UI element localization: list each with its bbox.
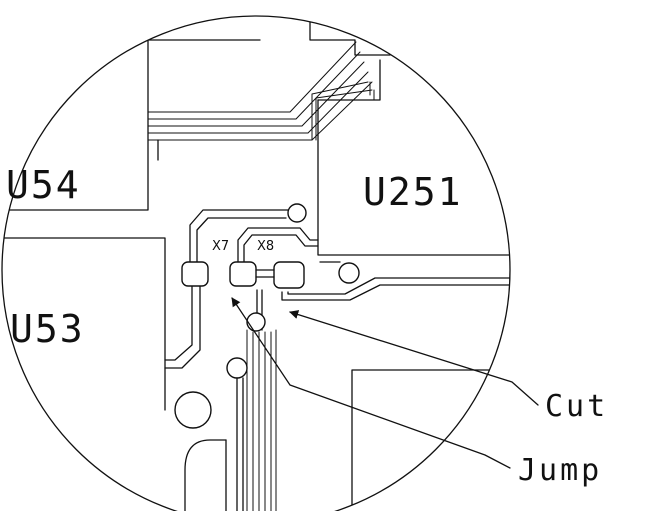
jump-callout-line	[231, 297, 511, 469]
x7-label: X7	[212, 239, 229, 254]
cut-callout-line	[289, 310, 539, 406]
via-pad-top	[287, 203, 307, 223]
via-pad-mid	[246, 312, 266, 332]
x8-jumper-pads	[229, 261, 305, 289]
x7-pad	[181, 261, 209, 287]
top-component-outline	[309, 16, 391, 56]
u251-label: U251	[363, 170, 463, 214]
u54-outline	[2, 39, 261, 211]
magnified-board-view	[2, 16, 510, 511]
via-pad-lower	[226, 357, 248, 379]
large-pad	[174, 391, 212, 429]
jumper-traces	[164, 203, 510, 369]
jump-label: Jump	[518, 453, 602, 488]
u54-label: U54	[6, 163, 81, 207]
u53-outline	[2, 237, 166, 411]
magnifier-circle	[1, 15, 511, 511]
u251-outline	[317, 59, 510, 256]
u53-label: U53	[10, 307, 85, 351]
x8-pad-right	[273, 261, 305, 289]
bus-traces	[147, 41, 375, 161]
x7-jumper-pads	[181, 261, 209, 287]
lower-bus-traces	[174, 312, 277, 511]
cut-label: Cut	[545, 389, 608, 424]
lower-right-outline	[351, 369, 510, 511]
x8-label: X8	[257, 239, 274, 254]
via-pad-right	[338, 262, 360, 284]
x8-pad-left	[229, 261, 257, 287]
